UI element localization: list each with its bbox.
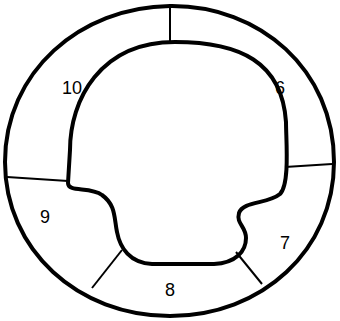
divider-lines bbox=[7, 7, 332, 288]
callout-number: 7 bbox=[280, 234, 290, 252]
inner-outline bbox=[68, 42, 287, 264]
callout-number: 6 bbox=[275, 79, 285, 97]
callout-number: 8 bbox=[165, 281, 175, 299]
outer-outline bbox=[5, 6, 334, 316]
callout-number: 9 bbox=[40, 208, 50, 226]
callout-number: 10 bbox=[62, 79, 82, 97]
